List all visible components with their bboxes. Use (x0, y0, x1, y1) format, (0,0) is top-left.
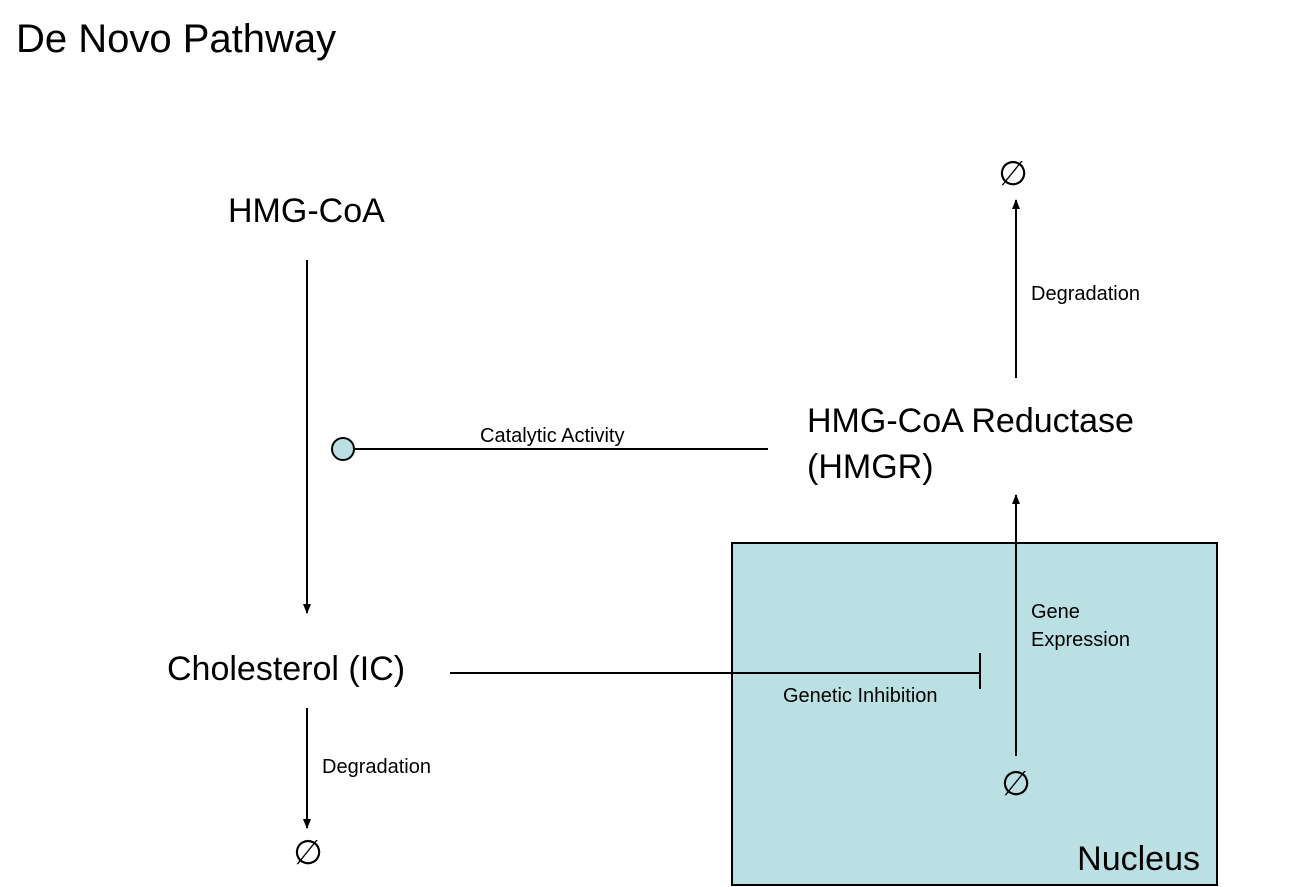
nucleus-label: Nucleus (1077, 840, 1200, 878)
cholesterol-degradation-label: Degradation (322, 756, 431, 778)
genetic-inhibition-label: Genetic Inhibition (783, 685, 938, 707)
node-hmgr-line1: HMG-CoA Reductase (807, 402, 1134, 440)
null-symbol-hmgr: ∅ (998, 155, 1028, 193)
catalytic-activity-label: Catalytic Activity (480, 425, 624, 447)
catalysis-circle-icon (331, 437, 355, 461)
nucleus-compartment (731, 542, 1218, 886)
hmgr-degradation-label: Degradation (1031, 283, 1140, 305)
node-cholesterol: Cholesterol (IC) (167, 650, 405, 688)
gene-expression-label-line2: Expression (1031, 629, 1130, 651)
null-symbol-cholesterol: ∅ (293, 834, 323, 872)
gene-expression-label-line1: Gene (1031, 601, 1080, 623)
node-hmg-coa: HMG-CoA (228, 192, 385, 230)
node-hmgr-line2: (HMGR) (807, 448, 934, 486)
page-title: De Novo Pathway (16, 17, 336, 61)
null-symbol-nucleus: ∅ (1001, 765, 1031, 803)
